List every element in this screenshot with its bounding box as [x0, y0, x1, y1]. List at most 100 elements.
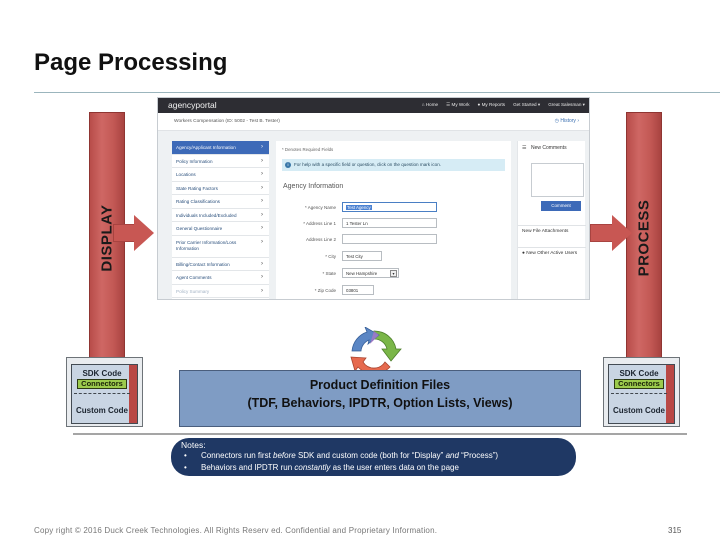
agencyportal-screenshot: agencyportal ⌂ Home ☰ My Work ● My Repor…	[157, 97, 590, 300]
chevron-right-icon: ›	[261, 211, 263, 218]
sidebar-item-label: Policy Information	[176, 158, 213, 164]
agency-name-input[interactable]: Test Agency	[342, 202, 437, 212]
note1-part: Connectors run first	[201, 451, 274, 460]
connectors-label: Connectors	[77, 379, 127, 389]
sidebar-item-state-rating-factors[interactable]: State Rating Factors ›	[172, 182, 269, 195]
app-sub-bar: Workers Compensation (ID: 5002 - Test B.…	[158, 113, 589, 131]
address2-label: Address Line 2	[305, 237, 336, 242]
chevron-right-icon: ›	[261, 274, 263, 280]
sidebar-item-label: Agent Comments	[176, 275, 212, 280]
sidebar-item-agent-comments[interactable]: Agent Comments ›	[172, 271, 269, 285]
activity-panel: ☰ New Comments Comment New File Attachme…	[517, 141, 586, 299]
app-top-bar: agencyportal ⌂ Home ☰ My Work ● My Repor…	[158, 98, 589, 113]
zip-input[interactable]: 03801	[342, 285, 374, 295]
nav-get-started-label: Get Started	[513, 102, 537, 107]
connectors-label: Connectors	[614, 379, 664, 389]
sidebar-item-label: Policy Summary	[176, 288, 210, 294]
comment-button[interactable]: Comment	[541, 201, 581, 211]
new-other-active-users[interactable]: ● New Other Active Users	[522, 251, 578, 256]
note1-emphasis: before	[273, 451, 296, 460]
dashed-divider	[611, 393, 667, 394]
custom-code-label: Custom Code	[613, 406, 665, 415]
sidebar-item-policy-information[interactable]: Policy Information ›	[172, 155, 269, 168]
code-shade	[129, 365, 137, 423]
sidebar-item-general-questionnaire[interactable]: General Questionnaire›	[172, 222, 269, 236]
state-select[interactable]: New Hampshire ▾	[342, 268, 399, 278]
bullet-icon: •	[184, 463, 187, 472]
dashed-divider	[74, 393, 130, 394]
agency-form: * Denotes Required Fields i For help wit…	[276, 141, 511, 299]
address1-input[interactable]: 1 Tester Ln	[342, 218, 437, 228]
bottom-divider	[73, 433, 687, 435]
nav-home[interactable]: ⌂ Home	[421, 102, 439, 107]
info-icon: i	[285, 161, 291, 168]
chevron-right-icon: ›	[261, 171, 263, 177]
chevron-right-icon: ›	[261, 238, 263, 245]
nav-get-started[interactable]: Get Started ▾	[513, 102, 541, 107]
nav-my-reports[interactable]: ● My Reports	[477, 102, 506, 107]
note1-part: SDK and custom code (both for “Display”	[295, 451, 446, 460]
agency-name-label: * Agency Name	[304, 205, 336, 210]
agency-name-value: Test Agency	[346, 205, 372, 210]
note2-part: Behaviors and IPDTR run	[201, 463, 295, 472]
app-top-nav: ⌂ Home ☰ My Work ● My Reports Get Starte…	[422, 102, 585, 108]
refresh-cycle-icon	[350, 327, 402, 375]
chevron-right-icon: ›	[261, 198, 263, 204]
app-brand[interactable]: agencyportal	[168, 100, 217, 110]
sidebar-item-label: Prior Carrier Information/Loss Informati…	[176, 239, 237, 251]
sidebar-item-label: Billing/Contact Information	[176, 261, 230, 267]
chevron-right-icon: ›	[261, 184, 263, 191]
new-file-attachments[interactable]: New File Attachments	[522, 229, 569, 234]
display-arrow-stem	[113, 224, 135, 242]
chevron-right-icon: ›	[261, 157, 263, 164]
note2-part: as the user enters data on the page	[330, 463, 459, 472]
chevron-right-icon: ›	[261, 225, 263, 231]
display-arrow-icon	[134, 215, 154, 251]
sdk-code-label: SDK Code	[82, 369, 122, 378]
code-stack: SDK Code Connectors Custom Code	[608, 364, 675, 424]
help-banner: i For help with a specific field or ques…	[282, 159, 505, 171]
code-stack: SDK Code Connectors Custom Code	[71, 364, 138, 424]
nav-user-menu[interactable]: Great Salesman ▾	[548, 102, 585, 107]
pdf-title: Product Definition Files	[309, 378, 451, 392]
sidebar-item-individuals[interactable]: Individuals Included/Excluded ›	[172, 209, 269, 222]
app-sidebar: Agency/Applicant Information› Policy Inf…	[172, 141, 269, 299]
sidebar-item-policy-summary[interactable]: Policy Summary ›	[172, 285, 269, 298]
notes-title: Notes:	[181, 440, 206, 450]
section-title: Agency Information	[283, 183, 344, 190]
sidebar-item-rating-classifications[interactable]: Rating Classifications ›	[172, 195, 269, 209]
note1-part: “Process”)	[458, 451, 499, 460]
sidebar-item-billing-contact[interactable]: Billing/Contact Information ›	[172, 258, 269, 271]
comments-icon: ☰	[522, 145, 527, 151]
history-link[interactable]: ◷ History ›	[554, 118, 579, 124]
address2-input[interactable]	[342, 234, 437, 244]
custom-code-label: Custom Code	[76, 406, 128, 415]
new-comments-title: New Comments	[531, 145, 567, 151]
bullet-icon: •	[184, 451, 187, 460]
pdf-subtitle: (TDF, Behaviors, IPDTR, Option Lists, Vi…	[247, 396, 513, 410]
product-definition-files-box: Product Definition Files (TDF, Behaviors…	[179, 370, 581, 427]
sidebar-item-locations[interactable]: Locations›	[172, 168, 269, 182]
nav-user-label: Great Salesman	[548, 102, 582, 107]
chevron-right-icon: ›	[261, 287, 263, 294]
comment-textarea[interactable]	[531, 163, 584, 197]
note1-emphasis: and	[445, 451, 459, 460]
note-behaviors: • Behaviors and IPDTR run constantly as …	[184, 463, 459, 472]
sidebar-item-label: Agency/Applicant Information	[176, 145, 236, 150]
sidebar-item-label: State Rating Factors	[176, 185, 218, 191]
sidebar-item-label: Individuals Included/Excluded	[176, 212, 237, 218]
address1-label: * Address Line 1	[303, 221, 336, 226]
note-connectors: • Connectors run first before SDK and cu…	[184, 451, 499, 460]
sidebar-item-label: Rating Classifications	[176, 199, 220, 204]
page-number: 315	[668, 526, 682, 535]
nav-home-label: Home	[425, 102, 439, 107]
sidebar-item-prior-carrier[interactable]: Prior Carrier Information/Loss Informati…	[172, 236, 269, 258]
chevron-right-icon: ›	[261, 260, 263, 267]
nav-my-work[interactable]: ☰ My Work	[446, 102, 470, 107]
process-arrow-icon	[612, 215, 632, 251]
process-code-box: SDK Code Connectors Custom Code	[603, 357, 680, 427]
state-label: * State	[322, 271, 336, 276]
sidebar-item-agency-applicant[interactable]: Agency/Applicant Information›	[172, 141, 269, 155]
zip-label: * Zip Code	[314, 288, 336, 293]
city-input[interactable]: Test City	[342, 251, 382, 261]
